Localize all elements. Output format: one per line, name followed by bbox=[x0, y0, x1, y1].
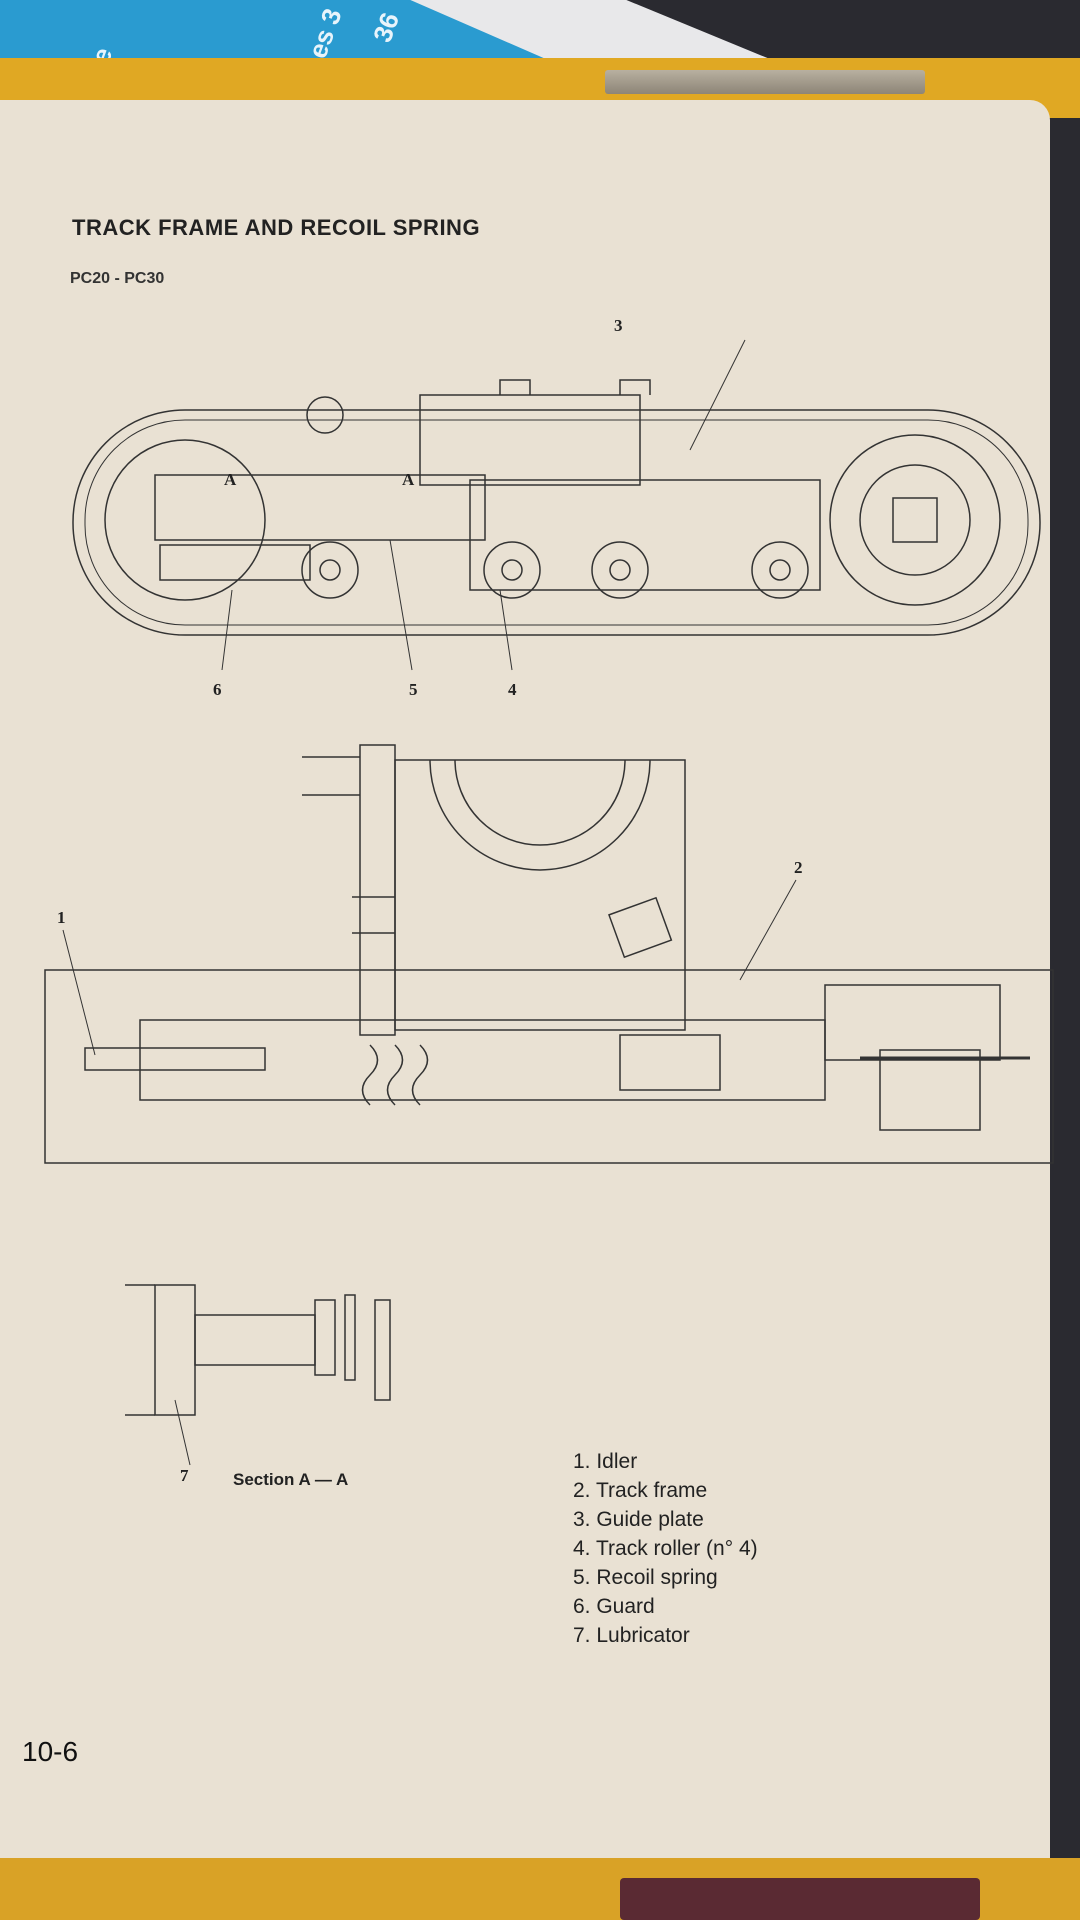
parts-legend: 1. Idler 2. Track frame 3. Guide plate 4… bbox=[573, 1447, 758, 1650]
recoil-spring bbox=[361, 1044, 429, 1106]
section-label: Section A — A bbox=[233, 1470, 349, 1489]
binder-clip-bottom bbox=[620, 1878, 980, 1920]
track-outline bbox=[72, 409, 1041, 636]
section-mark-a: A bbox=[224, 470, 237, 489]
page-number: 10-6 bbox=[22, 1736, 79, 1767]
frame-box bbox=[44, 969, 1054, 1164]
track-frame-side-view bbox=[44, 744, 1054, 1164]
sprocket bbox=[829, 434, 1001, 606]
callout-7: 7 bbox=[180, 1466, 189, 1485]
track-top-view bbox=[72, 339, 1041, 671]
callout-5: 5 bbox=[409, 680, 418, 699]
callout-4: 4 bbox=[508, 680, 517, 699]
idler-wheel bbox=[104, 439, 266, 601]
track-roller bbox=[483, 541, 541, 599]
model-subtitle: PC20 - PC30 bbox=[70, 270, 165, 287]
callout-3: 3 bbox=[614, 316, 623, 335]
legend-item: 7. Lubricator bbox=[573, 1624, 690, 1647]
binder-clip bbox=[605, 70, 925, 94]
legend-item: 4. Track roller (n° 4) bbox=[573, 1537, 758, 1560]
section-a-a-drawing bbox=[125, 1284, 391, 1466]
legend-item: 3. Guide plate bbox=[573, 1508, 704, 1531]
track-roller bbox=[751, 541, 809, 599]
callout-2: 2 bbox=[794, 858, 803, 877]
track-roller bbox=[301, 541, 359, 599]
legend-item: 5. Recoil spring bbox=[573, 1566, 718, 1589]
page-title: TRACK FRAME AND RECOIL SPRING bbox=[72, 215, 481, 240]
legend-item: 6. Guard bbox=[573, 1595, 655, 1618]
frame-rail bbox=[139, 1019, 826, 1101]
section-mark-a: A bbox=[402, 470, 415, 489]
manual-page bbox=[0, 100, 1050, 1860]
callout-6: 6 bbox=[213, 680, 222, 699]
idler-rod bbox=[84, 1047, 266, 1071]
callout-1: 1 bbox=[57, 908, 66, 927]
track-roller bbox=[591, 541, 649, 599]
legend-item: 1. Idler bbox=[573, 1450, 638, 1473]
legend-item: 2. Track frame bbox=[573, 1479, 708, 1502]
